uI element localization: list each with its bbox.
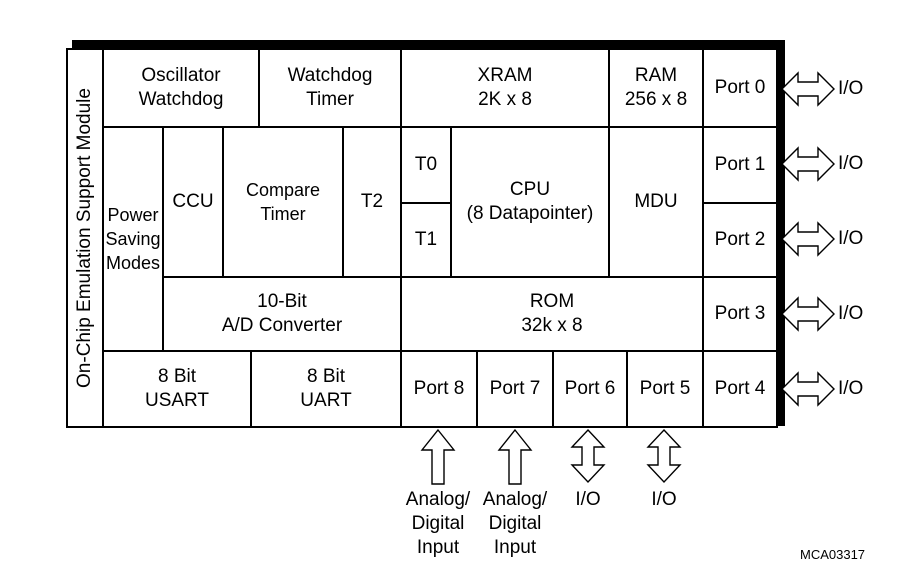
port-2-io-arrow xyxy=(781,221,835,257)
port-4-io-arrow xyxy=(781,371,835,407)
watchdog-timer-label: Watchdog Timer xyxy=(287,65,373,110)
t1-label: T1 xyxy=(414,229,438,250)
mdu-block: MDU xyxy=(608,126,704,278)
port-3-block: Port 3 xyxy=(702,276,778,352)
port-4-label: Port 4 xyxy=(714,378,766,399)
port-0-block: Port 0 xyxy=(702,48,778,128)
port-5-io-label: I/O xyxy=(651,489,677,510)
cpu-label: CPU (8 Datapointer) xyxy=(466,179,594,224)
oscillator-watchdog-block: Oscillator Watchdog xyxy=(102,48,260,128)
diagram-top-shadow xyxy=(72,40,785,49)
port-5-label: Port 5 xyxy=(639,378,691,399)
port-0-io-arrow xyxy=(781,71,835,107)
port-7-block: Port 7 xyxy=(476,350,554,428)
port-6-io-label: I/O xyxy=(575,489,601,510)
ccu-label: CCU xyxy=(172,191,214,212)
port-6-label: Port 6 xyxy=(564,378,616,399)
t2-label: T2 xyxy=(360,191,384,212)
port-1-label: Port 1 xyxy=(714,154,766,175)
oscillator-watchdog-label: Oscillator Watchdog xyxy=(138,65,224,110)
port-3-label: Port 3 xyxy=(714,303,766,324)
port-5-io-arrow xyxy=(646,428,682,484)
figure-code: MCA03317 xyxy=(800,547,866,562)
t0-label: T0 xyxy=(414,154,438,175)
port-1-io-label: I/O xyxy=(838,153,864,174)
cpu-block: CPU (8 Datapointer) xyxy=(450,126,610,278)
uart-label: 8 Bit UART xyxy=(300,366,352,411)
mdu-label: MDU xyxy=(634,191,678,212)
ram-block: RAM 256 x 8 xyxy=(608,48,704,128)
port-7-input-label: Analog/ Digital Input xyxy=(482,489,548,558)
compare-timer-label: Compare Timer xyxy=(245,180,321,224)
port-1-io-arrow xyxy=(781,146,835,182)
port-0-label: Port 0 xyxy=(714,77,766,98)
rom-label: ROM 32k x 8 xyxy=(521,291,583,336)
port-8-input-label: Analog/ Digital Input xyxy=(405,489,471,558)
port-7-input-arrow xyxy=(497,428,533,485)
power-saving-modes-block: Power Saving Modes xyxy=(102,126,164,352)
t0-block: T0 xyxy=(400,126,452,204)
port-1-block: Port 1 xyxy=(702,126,778,204)
xram-label: XRAM 2K x 8 xyxy=(477,65,533,110)
port-8-label: Port 8 xyxy=(413,378,465,399)
port-4-block: Port 4 xyxy=(702,350,778,428)
port-8-input-arrow xyxy=(420,428,456,485)
port-6-io-arrow xyxy=(570,428,606,484)
port-3-io-label: I/O xyxy=(838,303,864,324)
port-2-label: Port 2 xyxy=(714,229,766,250)
usart-block: 8 Bit USART xyxy=(102,350,252,428)
port-2-io-label: I/O xyxy=(838,228,864,249)
ad-converter-label: 10-Bit A/D Converter xyxy=(221,291,343,336)
diagram-right-shadow xyxy=(776,40,785,426)
port-6-block: Port 6 xyxy=(552,350,628,428)
t1-block: T1 xyxy=(400,202,452,278)
power-saving-modes-label: Power Saving Modes xyxy=(105,205,161,273)
port-8-block: Port 8 xyxy=(400,350,478,428)
usart-label: 8 Bit USART xyxy=(144,366,210,411)
port-4-io-label: I/O xyxy=(838,378,864,399)
ccu-block: CCU xyxy=(162,126,224,278)
ad-converter-block: 10-Bit A/D Converter xyxy=(162,276,402,352)
ram-label: RAM 256 x 8 xyxy=(624,65,688,110)
port-2-block: Port 2 xyxy=(702,202,778,278)
port-3-io-arrow xyxy=(781,296,835,332)
t2-block: T2 xyxy=(342,126,402,278)
port-7-label: Port 7 xyxy=(489,378,541,399)
port-0-io-label: I/O xyxy=(838,78,864,99)
